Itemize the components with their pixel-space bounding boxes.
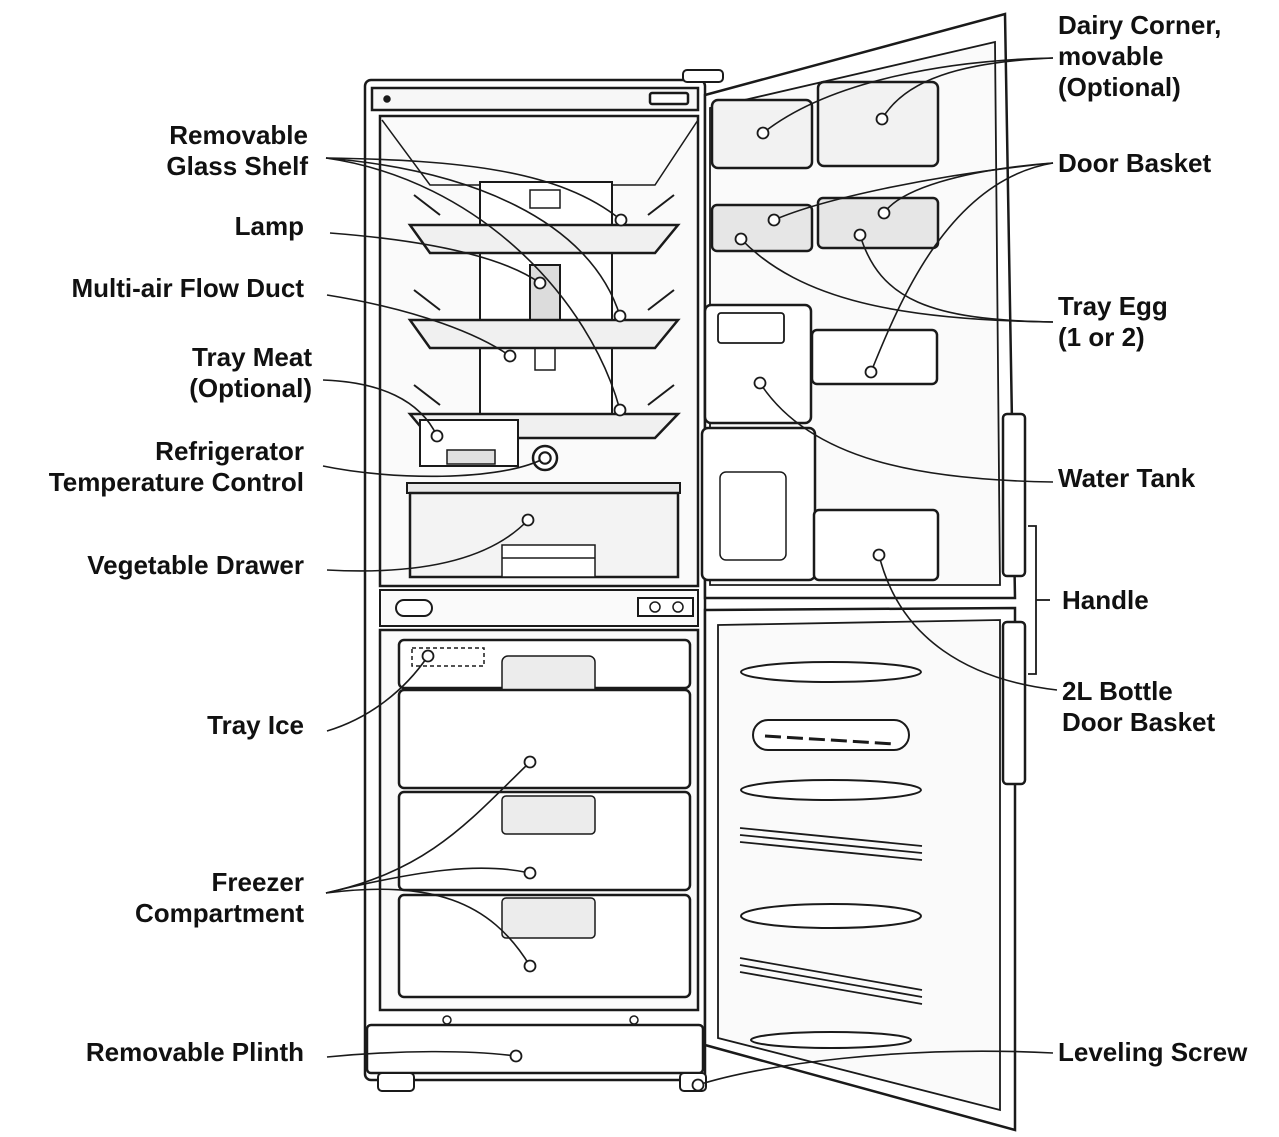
leader-leveling-screw	[691, 1050, 1054, 1092]
leader-glass-shelf-3	[325, 157, 627, 417]
label-freezer-compartment: Freezer Compartment	[134, 867, 304, 928]
leader-duct	[326, 294, 517, 363]
leader-plinth	[326, 1049, 523, 1063]
leader-freezer-2	[325, 866, 537, 894]
leader-door-basket-2	[877, 162, 1054, 220]
freezer-door	[703, 606, 1027, 1132]
label-refrigerator-temperature-control: Refrigerator Temperature Control	[48, 436, 304, 497]
leader-lamp	[329, 232, 547, 290]
label-tray-egg: Tray Egg (1 or 2)	[1058, 291, 1168, 352]
label-vegetable-drawer: Vegetable Drawer	[87, 550, 304, 580]
label-tray-meat: Tray Meat (Optional)	[189, 342, 312, 403]
leader-tray-ice	[326, 649, 435, 732]
callout-lines	[322, 57, 1058, 1092]
leader-veg-drawer	[326, 513, 535, 572]
leader-tray-meat	[322, 379, 444, 443]
label-door-basket: Door Basket	[1058, 148, 1212, 178]
label-2l-bottle-door-basket: 2L Bottle Door Basket	[1062, 676, 1216, 737]
handle-bracket	[1028, 525, 1050, 675]
leader-glass-shelf-2	[325, 157, 627, 323]
label-dairy-corner: Dairy Corner, movable (Optional)	[1058, 10, 1222, 102]
fridge-body	[363, 78, 707, 1092]
label-tray-ice: Tray Ice	[207, 710, 304, 740]
leader-water-tank	[753, 376, 1054, 483]
leader-freezer-1	[325, 755, 537, 894]
leader-tray-egg-2	[853, 228, 1054, 323]
label-removable-plinth: Removable Plinth	[85, 1037, 304, 1067]
label-multi-air-flow-duct: Multi-air Flow Duct	[71, 273, 304, 303]
leader-dairy-1	[756, 57, 1054, 140]
label-leveling-screw: Leveling Screw	[1058, 1037, 1248, 1067]
label-lamp: Lamp	[234, 211, 304, 241]
label-water-tank: Water Tank	[1058, 463, 1196, 493]
leader-bottle-basket	[872, 548, 1058, 691]
leader-freezer-3	[325, 888, 537, 973]
leader-tray-egg-1	[734, 232, 1054, 323]
leader-temp-control	[322, 451, 552, 478]
leader-glass-shelf-1	[325, 157, 628, 227]
leader-dairy-2	[875, 57, 1054, 126]
leader-door-basket-3	[864, 162, 1054, 379]
label-removable-glass-shelf: Removable Glass Shelf	[166, 120, 308, 181]
fridge-door	[682, 12, 1027, 600]
label-handle: Handle	[1062, 585, 1149, 615]
